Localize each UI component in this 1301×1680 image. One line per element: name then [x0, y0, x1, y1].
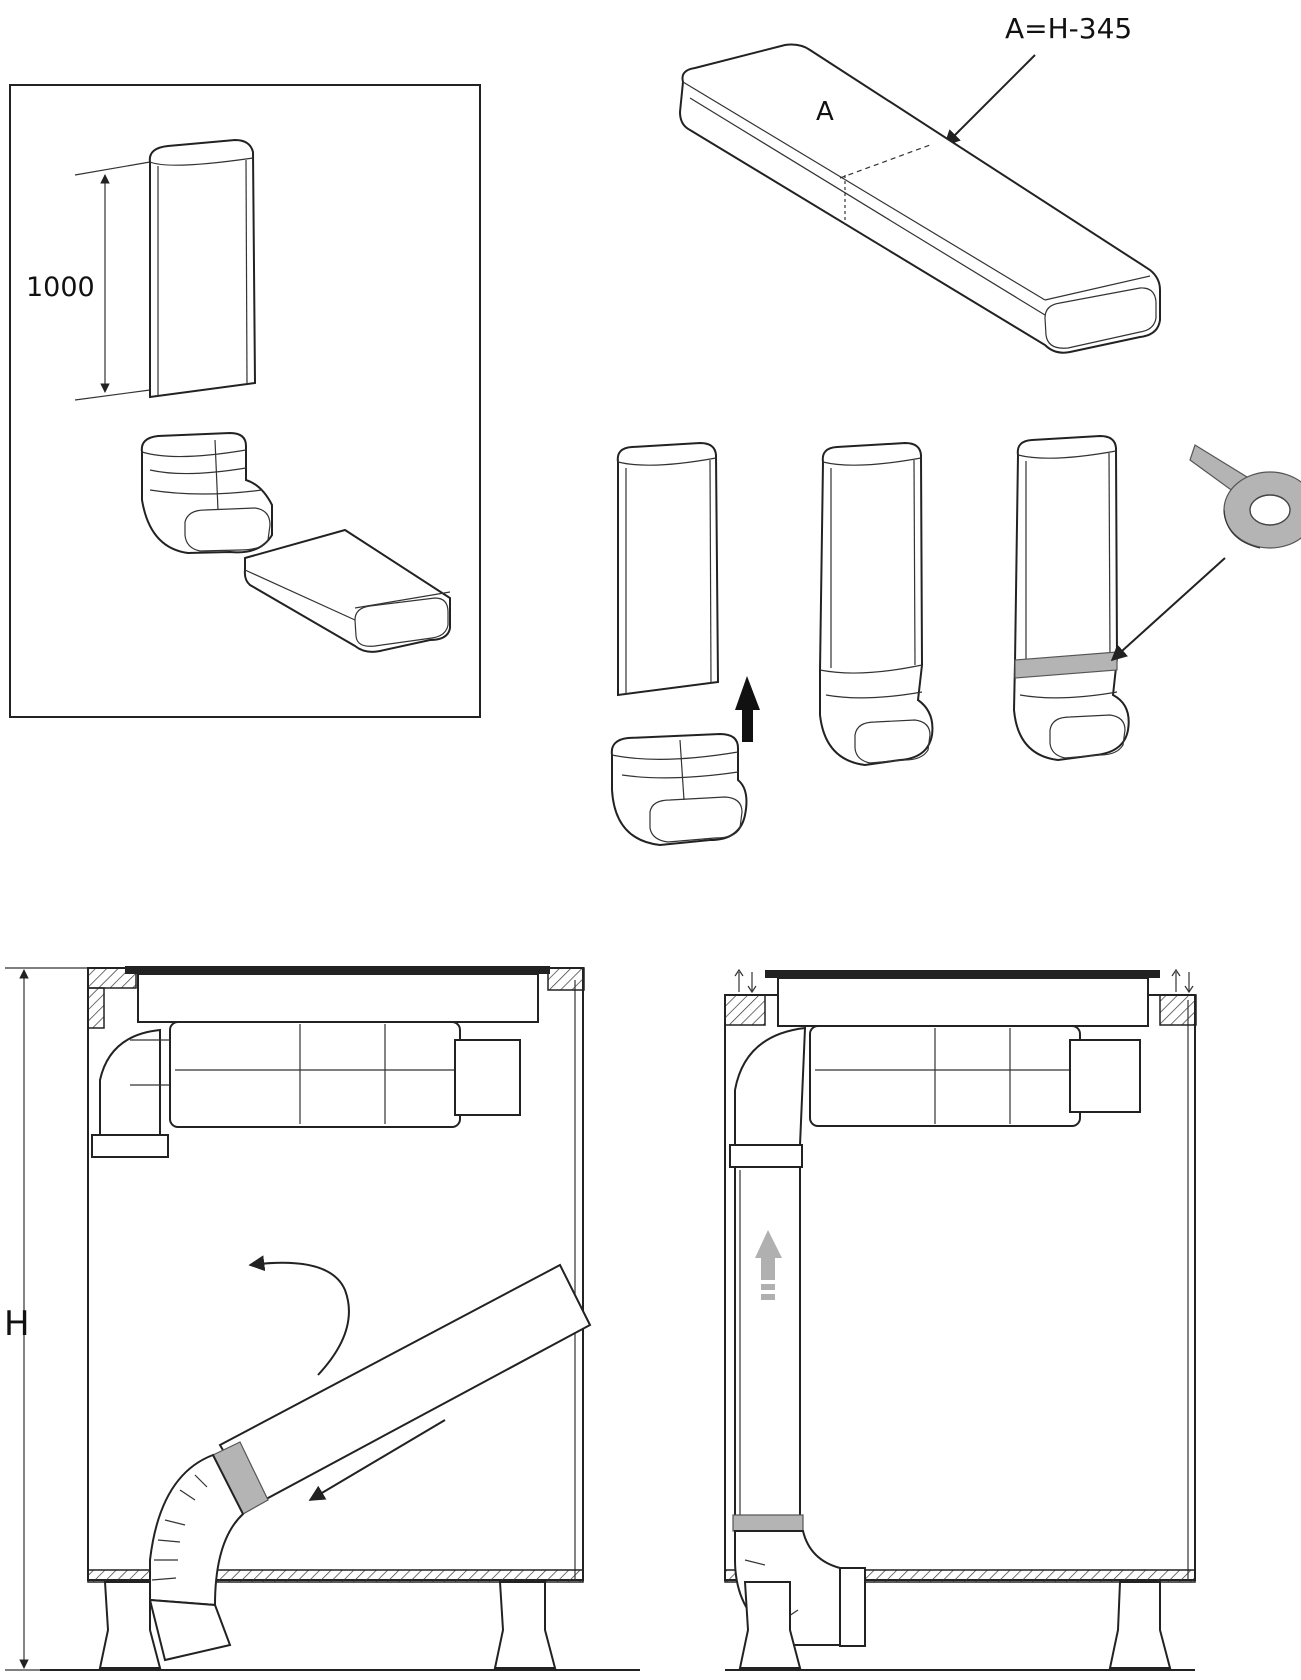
cabinet-foot-right	[493, 1581, 557, 1669]
panel-cabinet-insert: H	[4, 966, 640, 1671]
tape-band	[1014, 651, 1118, 679]
panel-cabinet-installed	[724, 968, 1197, 1671]
tape-roll-icon	[1189, 444, 1301, 549]
horizontal-duct-short	[243, 528, 451, 653]
panel-assembly-steps	[610, 434, 1301, 847]
vent-arrows	[734, 968, 1194, 994]
dim-extension-top	[74, 161, 151, 176]
tilted-duct	[218, 1263, 592, 1507]
fan-outlet	[454, 1039, 521, 1116]
panel-duct-1000-kit: 1000	[9, 84, 481, 718]
cabinet-foot-left	[98, 1581, 162, 1669]
installed-duct-tape	[732, 1514, 804, 1532]
cabinet-foot-right-right	[1108, 1581, 1172, 1669]
step-1-elbow	[610, 732, 748, 847]
airflow-up-arrow	[755, 1230, 782, 1300]
rear-elbow	[99, 1028, 161, 1136]
rotate-arrow	[248, 1255, 350, 1376]
cooktop-housing-right	[777, 977, 1149, 1027]
fan-unit-right	[809, 1025, 1081, 1127]
cut-pointer-arrow	[943, 54, 1036, 147]
cooktop-glass	[125, 966, 550, 974]
step-3-taped	[1012, 434, 1130, 762]
vertical-duct-installed	[734, 1166, 801, 1523]
section-a-label: A	[816, 97, 834, 127]
dim-extension-bottom	[74, 389, 151, 401]
panel-frame	[9, 84, 481, 718]
cooktop-housing	[137, 973, 539, 1023]
long-duct-a	[678, 43, 1161, 354]
step-1-duct	[616, 441, 720, 697]
cooktop-glass-right	[765, 970, 1160, 978]
height-h-label: H	[4, 1304, 30, 1344]
fan-outlet-right	[1069, 1039, 1141, 1113]
dimension-1000-label: 1000	[26, 272, 95, 303]
insert-up-arrow	[735, 676, 760, 742]
cabinet-foot-left-right	[738, 1581, 802, 1669]
fan-unit	[169, 1021, 461, 1128]
vertical-duct-1000	[148, 138, 257, 399]
duct-elbow	[140, 431, 273, 555]
slide-arrow	[308, 1419, 446, 1501]
step-2-joined	[819, 441, 934, 767]
cut-formula-label: A=H-345	[1005, 12, 1132, 45]
panel-long-duct-cut: A=H-345 A	[678, 12, 1161, 354]
tape-pointer-arrow	[1110, 557, 1226, 662]
